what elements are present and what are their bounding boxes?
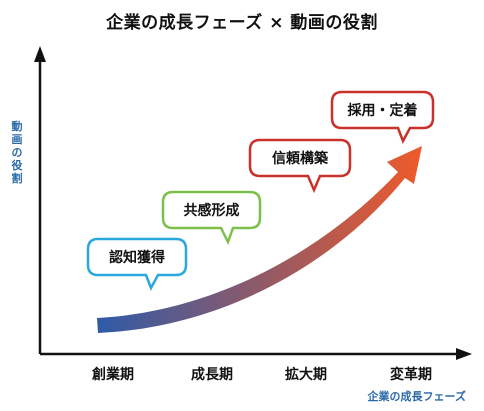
bubble-empathy-label: 共感形成 xyxy=(183,203,240,219)
bubble-trust xyxy=(248,138,352,194)
phase-label-transformation: 変革期 xyxy=(390,367,432,383)
y-axis-label: 動画の役割 xyxy=(11,120,23,185)
bubble-recruit-shape xyxy=(330,90,435,144)
bubble-awareness xyxy=(86,237,188,291)
bubble-awareness-shape xyxy=(86,237,188,291)
x-axis-arrowhead xyxy=(456,348,472,360)
bubble-empathy-shape xyxy=(161,190,262,246)
x-axis-label: 企業の成長フェーズ xyxy=(367,390,466,403)
phase-label-expansion: 拡大期 xyxy=(285,367,327,383)
phase-label-growth: 成長期 xyxy=(191,367,233,383)
page-title: 企業の成長フェーズ × 動画の役割 xyxy=(106,13,378,33)
bubble-awareness-label: 認知獲得 xyxy=(109,250,165,266)
bubble-recruit-label: 採用・定着 xyxy=(347,103,418,119)
bubble-trust-label: 信頼構築 xyxy=(272,151,328,167)
phase-label-founding: 創業期 xyxy=(92,367,134,383)
bubble-trust-shape xyxy=(248,138,352,194)
y-axis-arrowhead xyxy=(34,46,46,62)
bubble-recruit xyxy=(330,90,435,144)
bubble-empathy xyxy=(161,190,262,246)
